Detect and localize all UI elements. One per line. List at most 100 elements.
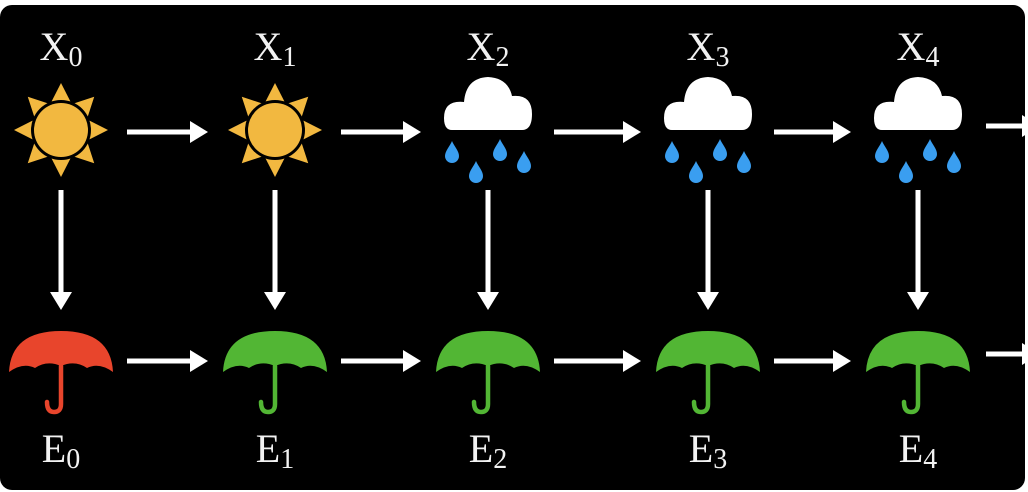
umbrella-icon-red bbox=[9, 331, 113, 415]
transition-arrow-4 bbox=[986, 115, 1025, 137]
transition-arrow-3 bbox=[774, 121, 851, 143]
evidence-label-3: E3 bbox=[689, 426, 727, 475]
sun-ray bbox=[74, 96, 95, 117]
raindrop bbox=[469, 161, 483, 183]
state-label-2-letter: X bbox=[467, 24, 496, 69]
state-label-3: X3 bbox=[687, 24, 730, 73]
raindrop bbox=[947, 151, 961, 173]
sun-ray bbox=[303, 120, 322, 140]
evidence-label-2-subscript: 2 bbox=[493, 444, 507, 475]
arrow-head bbox=[403, 121, 421, 143]
raindrop bbox=[689, 161, 703, 183]
state-label-2-subscript: 2 bbox=[495, 42, 509, 73]
evidence-label-3-letter: E bbox=[689, 426, 713, 471]
umbrella-handle bbox=[691, 363, 711, 415]
state-label-3-letter: X bbox=[687, 24, 716, 69]
umbrella-icon-green bbox=[656, 331, 760, 415]
arrow-head bbox=[623, 121, 641, 143]
umbrella-canopy bbox=[866, 331, 970, 372]
sun-ray bbox=[89, 120, 108, 140]
evidence-arrow-4 bbox=[986, 343, 1025, 365]
umbrella-canopy bbox=[656, 331, 760, 372]
state-label-3-subscript: 3 bbox=[715, 42, 729, 73]
emission-arrow-3 bbox=[697, 190, 719, 310]
arrow-head bbox=[623, 350, 641, 372]
sun-icon bbox=[228, 83, 322, 177]
sun-ray bbox=[27, 143, 48, 164]
sun-ray bbox=[241, 143, 262, 164]
sun-ray bbox=[14, 120, 33, 140]
cloud bbox=[444, 77, 532, 130]
sun-ray bbox=[265, 158, 285, 177]
arrow-head bbox=[477, 292, 499, 310]
evidence-label-1-subscript: 1 bbox=[280, 444, 294, 475]
rain-cloud-icon bbox=[444, 77, 532, 183]
evidence-arrow-1 bbox=[341, 350, 421, 372]
evidence-arrow-3 bbox=[774, 350, 851, 372]
state-label-0-subscript: 0 bbox=[68, 42, 82, 73]
transition-arrow-1 bbox=[341, 121, 421, 143]
raindrop bbox=[517, 151, 531, 173]
evidence-label-4-letter: E bbox=[899, 426, 923, 471]
umbrella-canopy bbox=[9, 331, 113, 372]
arrow-head bbox=[833, 121, 851, 143]
umbrella-canopy bbox=[436, 331, 540, 372]
umbrella-canopy bbox=[223, 331, 327, 372]
umbrella-icon-green bbox=[866, 331, 970, 415]
cloud bbox=[664, 77, 752, 130]
sun-ray bbox=[27, 96, 48, 117]
rain-cloud-icon bbox=[874, 77, 962, 183]
umbrella-icon-green bbox=[436, 331, 540, 415]
rain-cloud-icon bbox=[664, 77, 752, 183]
raindrop bbox=[493, 139, 507, 161]
evidence-arrow-0 bbox=[127, 350, 208, 372]
state-label-4-letter: X bbox=[897, 24, 926, 69]
evidence-label-4-subscript: 4 bbox=[923, 444, 937, 475]
arrow-head bbox=[190, 350, 208, 372]
sun-ray bbox=[74, 143, 95, 164]
arrow-head bbox=[907, 292, 929, 310]
umbrella-handle bbox=[44, 363, 64, 415]
umbrella-handle bbox=[471, 363, 491, 415]
raindrop bbox=[713, 139, 727, 161]
sun-disc bbox=[248, 103, 302, 157]
state-label-0-letter: X bbox=[40, 24, 69, 69]
emission-arrow-2 bbox=[477, 190, 499, 310]
arrow-head bbox=[1022, 115, 1025, 137]
sun-disc bbox=[34, 103, 88, 157]
state-label-1: X1 bbox=[254, 24, 297, 73]
sun-icon bbox=[14, 83, 108, 177]
arrow-head bbox=[50, 292, 72, 310]
evidence-label-2: E2 bbox=[469, 426, 507, 475]
arrow-head bbox=[697, 292, 719, 310]
emission-arrow-4 bbox=[907, 190, 929, 310]
sun-ray bbox=[288, 143, 309, 164]
evidence-label-1-letter: E bbox=[256, 426, 280, 471]
raindrop bbox=[737, 151, 751, 173]
state-label-4: X4 bbox=[897, 24, 940, 73]
arrow-head bbox=[264, 292, 286, 310]
sun-ray bbox=[51, 158, 71, 177]
evidence-arrow-2 bbox=[554, 350, 641, 372]
arrow-head bbox=[190, 121, 208, 143]
arrow-head bbox=[833, 350, 851, 372]
umbrella-handle bbox=[901, 363, 921, 415]
sun-ray bbox=[228, 120, 247, 140]
sun-ray bbox=[288, 96, 309, 117]
emission-arrow-0 bbox=[50, 190, 72, 310]
sun-ray bbox=[241, 96, 262, 117]
arrow-head bbox=[403, 350, 421, 372]
raindrop bbox=[665, 141, 679, 163]
evidence-label-4: E4 bbox=[899, 426, 937, 475]
umbrella-handle bbox=[258, 363, 278, 415]
evidence-label-1: E1 bbox=[256, 426, 294, 475]
state-label-1-letter: X bbox=[254, 24, 283, 69]
state-label-4-subscript: 4 bbox=[925, 42, 939, 73]
emission-arrow-1 bbox=[264, 190, 286, 310]
sun-ray bbox=[265, 83, 285, 102]
evidence-label-2-letter: E bbox=[469, 426, 493, 471]
state-label-0: X0 bbox=[40, 24, 83, 73]
state-label-1-subscript: 1 bbox=[282, 42, 296, 73]
transition-arrow-0 bbox=[127, 121, 208, 143]
